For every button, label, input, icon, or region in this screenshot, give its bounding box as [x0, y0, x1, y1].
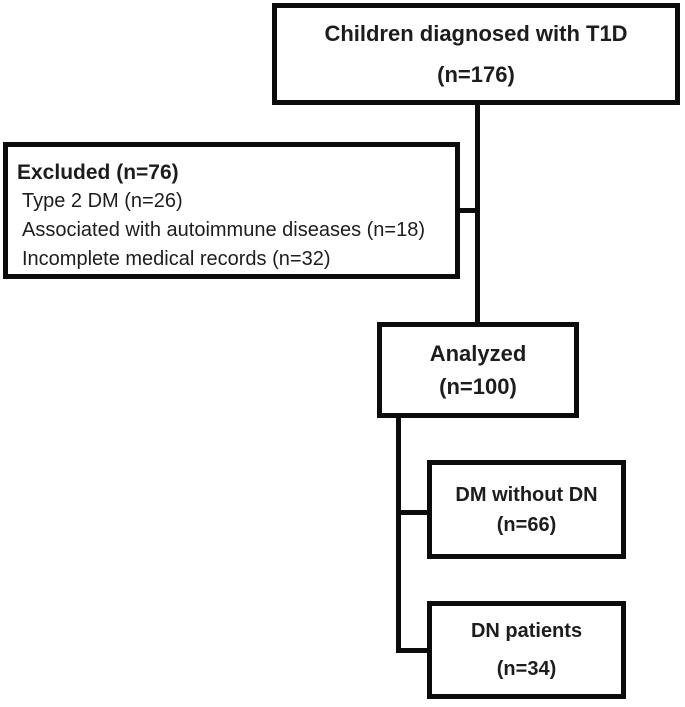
box-children-title: Children diagnosed with T1D	[324, 21, 628, 46]
excluded-item-autoimmune: Associated with autoimmune diseases (n=1…	[22, 219, 425, 241]
excluded-item-type2dm: Type 2 DM (n=26)	[22, 190, 183, 212]
box-children-diagnosed-t1d: Children diagnosed with T1D (n=176)	[272, 3, 680, 105]
analyzed-title: Analyzed	[429, 341, 527, 366]
connector-excluded-branch	[460, 208, 475, 213]
connector-top-to-analyzed	[475, 105, 480, 322]
box-dm-without-dn: DM without DN (n=66)	[427, 460, 626, 559]
dm-without-dn-count: (n=66)	[496, 513, 557, 536]
connector-dm-branch	[401, 510, 427, 515]
dn-patients-count: (n=34)	[496, 658, 557, 680]
box-children-count: (n=176)	[437, 62, 515, 87]
connector-analyzed-stem	[396, 418, 401, 653]
excluded-title: Excluded (n=76)	[17, 161, 179, 184]
box-excluded: Excluded (n=76) Type 2 DM (n=26) Associa…	[3, 142, 460, 279]
dn-patients-title: DN patients	[470, 620, 583, 642]
connector-dn-branch	[401, 648, 427, 653]
excluded-item-incomplete-records: Incomplete medical records (n=32)	[22, 248, 331, 270]
analyzed-count: (n=100)	[439, 374, 517, 399]
dm-without-dn-title: DM without DN	[455, 483, 598, 506]
box-dn-patients: DN patients (n=34)	[427, 601, 626, 699]
box-analyzed: Analyzed (n=100)	[377, 322, 579, 418]
